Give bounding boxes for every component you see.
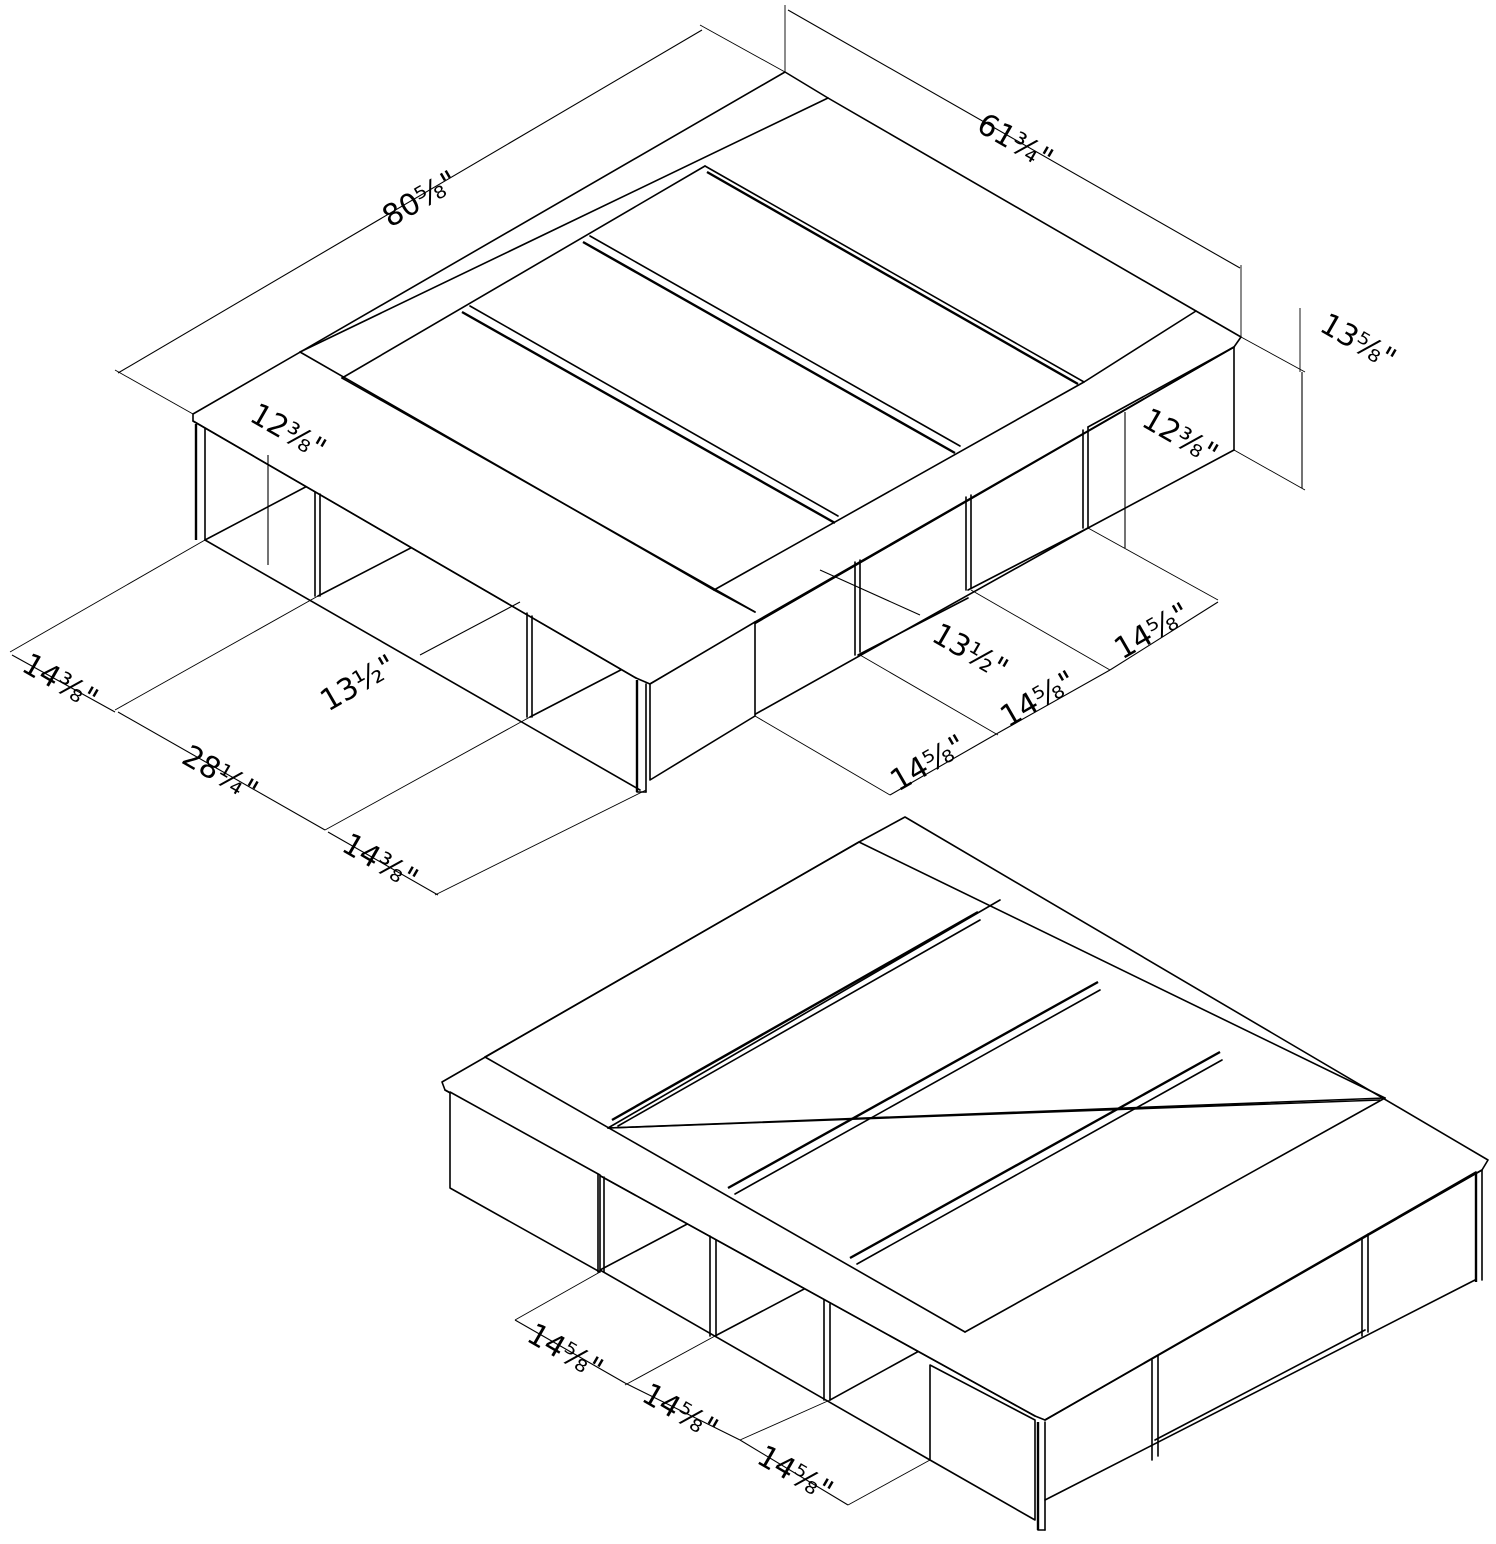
bottom-dimension-lines (514, 1271, 931, 1506)
label-front-left-cubby: 14⅜" (16, 647, 104, 718)
label-overall-length: 80⅝" (377, 164, 465, 235)
label-front-right-cubby: 14⅜" (336, 827, 424, 898)
label-cubby-depth-side: 13½" (926, 617, 1014, 688)
bottom-bed-view: 14⅝" 14⅝" 14⅝" (441, 816, 1489, 1531)
label-cubby-depth-front: 13½" (315, 648, 403, 719)
top-bed-floor-lines (204, 481, 1089, 791)
bottom-bed-right-end-block (929, 1364, 1036, 1521)
top-dimension-lines (9, 5, 1306, 896)
bottom-bed-deck (441, 816, 1489, 1421)
bottom-bed-front-cubbies (597, 1173, 831, 1401)
label-rear-cubby-2: 14⅝" (636, 1377, 724, 1448)
label-rear-cubby-1: 14⅝" (521, 1317, 609, 1388)
bottom-dimension-labels: 14⅝" 14⅝" 14⅝" (521, 1317, 839, 1510)
top-bed-front-cubbies (194, 424, 647, 793)
bottom-bed-floor-lines (599, 1211, 1476, 1501)
label-side-cubby-1: 14⅝" (885, 728, 973, 799)
bottom-bed-panels (484, 841, 1386, 1333)
label-side-cubby-2: 14⅝" (995, 664, 1083, 735)
label-side-cubby-3: 14⅝" (1109, 596, 1197, 667)
top-bed-panels (299, 97, 1197, 613)
label-side-opening-height: 12⅜" (1136, 402, 1224, 473)
label-overall-height: 13⅝" (1314, 307, 1402, 378)
bottom-bed-side-cubbies (1036, 1169, 1483, 1531)
label-rear-cubby-3: 14⅝" (751, 1439, 839, 1510)
label-overall-width: 61¾" (971, 107, 1059, 178)
label-front-center-cubby: 28¼" (176, 739, 264, 810)
top-bed-side-cubbies (754, 346, 1235, 656)
top-bed-view: 80⅝" 61¾" 13⅝" 12⅜" 12⅜" 13½" 13½" 14⅜" … (9, 5, 1402, 898)
